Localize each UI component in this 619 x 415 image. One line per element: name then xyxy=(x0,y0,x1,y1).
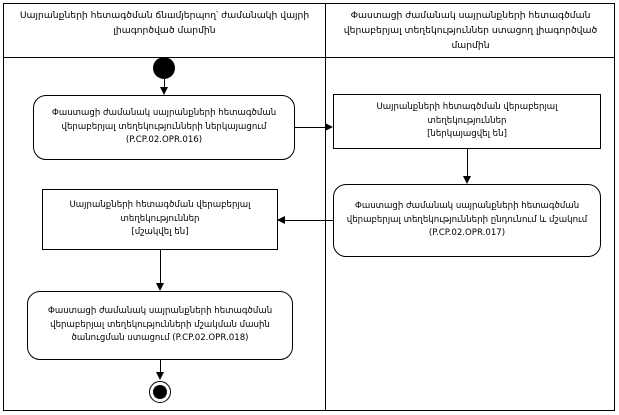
lane-title-left: Սայրանքների հետագծման ճնшմյերպող՝ ժամանա… xyxy=(19,10,310,36)
action-node-2[interactable]: Փաստացի ժամանակ սայրանքների հետագծման վե… xyxy=(333,184,601,257)
initial-node xyxy=(153,57,175,79)
lane-header-divider-right xyxy=(326,57,615,58)
lane-title-right: Փաստացի ժամանակ սայրանքների հետագծման վե… xyxy=(343,10,598,51)
object-node-2[interactable]: Սայրանքների հետագծման վերաբերյալ տեղեկու… xyxy=(42,189,278,250)
edge-action-1-to-object-1-arrow xyxy=(325,123,333,131)
lane-divider-vertical xyxy=(325,3,326,411)
object-node-1[interactable]: Սայրանքների հետագծման վերաբերյալ տեղեկու… xyxy=(333,94,601,149)
edge-action-3-to-end-line xyxy=(160,360,161,377)
edge-object-2-to-action-3-line xyxy=(160,250,161,285)
action-node-3[interactable]: Փաստացի ժամանակ սայրանքների հետագծման վե… xyxy=(27,291,293,360)
edge-action-2-to-object-2-arrow xyxy=(277,216,285,224)
diagram-frame xyxy=(3,3,615,411)
edge-action-1-to-object-1-line xyxy=(295,127,327,128)
edge-action-3-to-end-arrow xyxy=(156,372,164,380)
edge-object-1-to-action-2-arrow xyxy=(463,176,471,184)
edge-action-2-to-object-2-line xyxy=(278,220,333,221)
edge-object-2-to-action-3-arrow xyxy=(156,283,164,291)
edge-start-to-action-1-arrow xyxy=(160,87,168,95)
final-node-inner xyxy=(153,385,167,399)
action-node-1[interactable]: Փաստացի ժամանակ սայրանքների հետագծման վե… xyxy=(33,95,295,160)
edge-start-to-action-1-line xyxy=(164,79,165,89)
edge-object-1-to-action-2-line xyxy=(467,149,468,178)
